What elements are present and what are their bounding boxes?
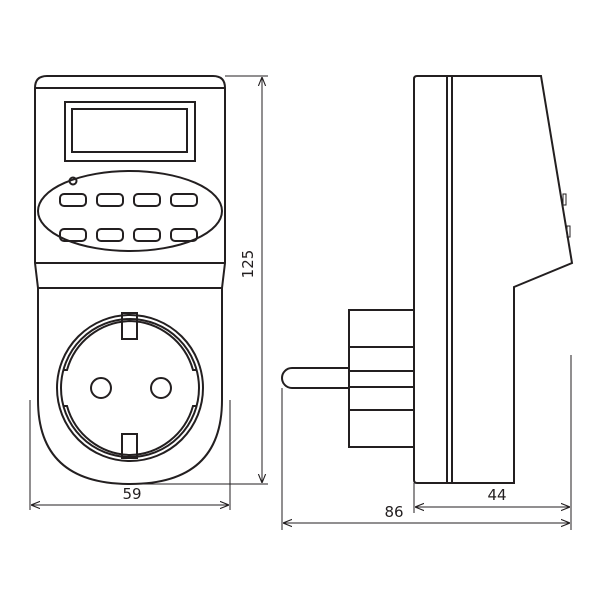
schuko-socket (56, 312, 204, 462)
front-view: 125 59 (29, 75, 268, 510)
plug-base (348, 309, 415, 448)
side-button (566, 225, 571, 238)
key-button (96, 193, 124, 207)
width-dimension-label: 59 (122, 485, 141, 503)
key-button (59, 193, 87, 207)
side-view: 44 86 (281, 75, 574, 530)
key-button (133, 193, 161, 207)
height-dimension-label: 125 (239, 250, 257, 279)
key-button (170, 193, 198, 207)
earth-clip-top (121, 312, 138, 340)
socket-recess (63, 320, 197, 457)
front-body-outline (34, 75, 226, 486)
key-button (96, 228, 124, 242)
total-depth-dimension-label: 86 (384, 503, 403, 521)
lcd-display-frame (64, 101, 196, 162)
socket-rim-outer (56, 314, 204, 462)
plug-pin (281, 367, 349, 389)
earth-clip-bottom (121, 433, 138, 459)
key-button (133, 228, 161, 242)
socket-hole-left (90, 377, 112, 399)
key-button (59, 228, 87, 242)
lcd-display-screen (71, 108, 188, 153)
socket-hole-right (150, 377, 172, 399)
body-depth-dimension-label: 44 (487, 486, 506, 504)
led-indicator-icon (68, 176, 78, 186)
keypad-buttons (59, 193, 198, 242)
keypad-panel (37, 170, 223, 252)
key-button (170, 228, 198, 242)
side-body-outline (413, 75, 574, 484)
side-button (562, 193, 567, 206)
